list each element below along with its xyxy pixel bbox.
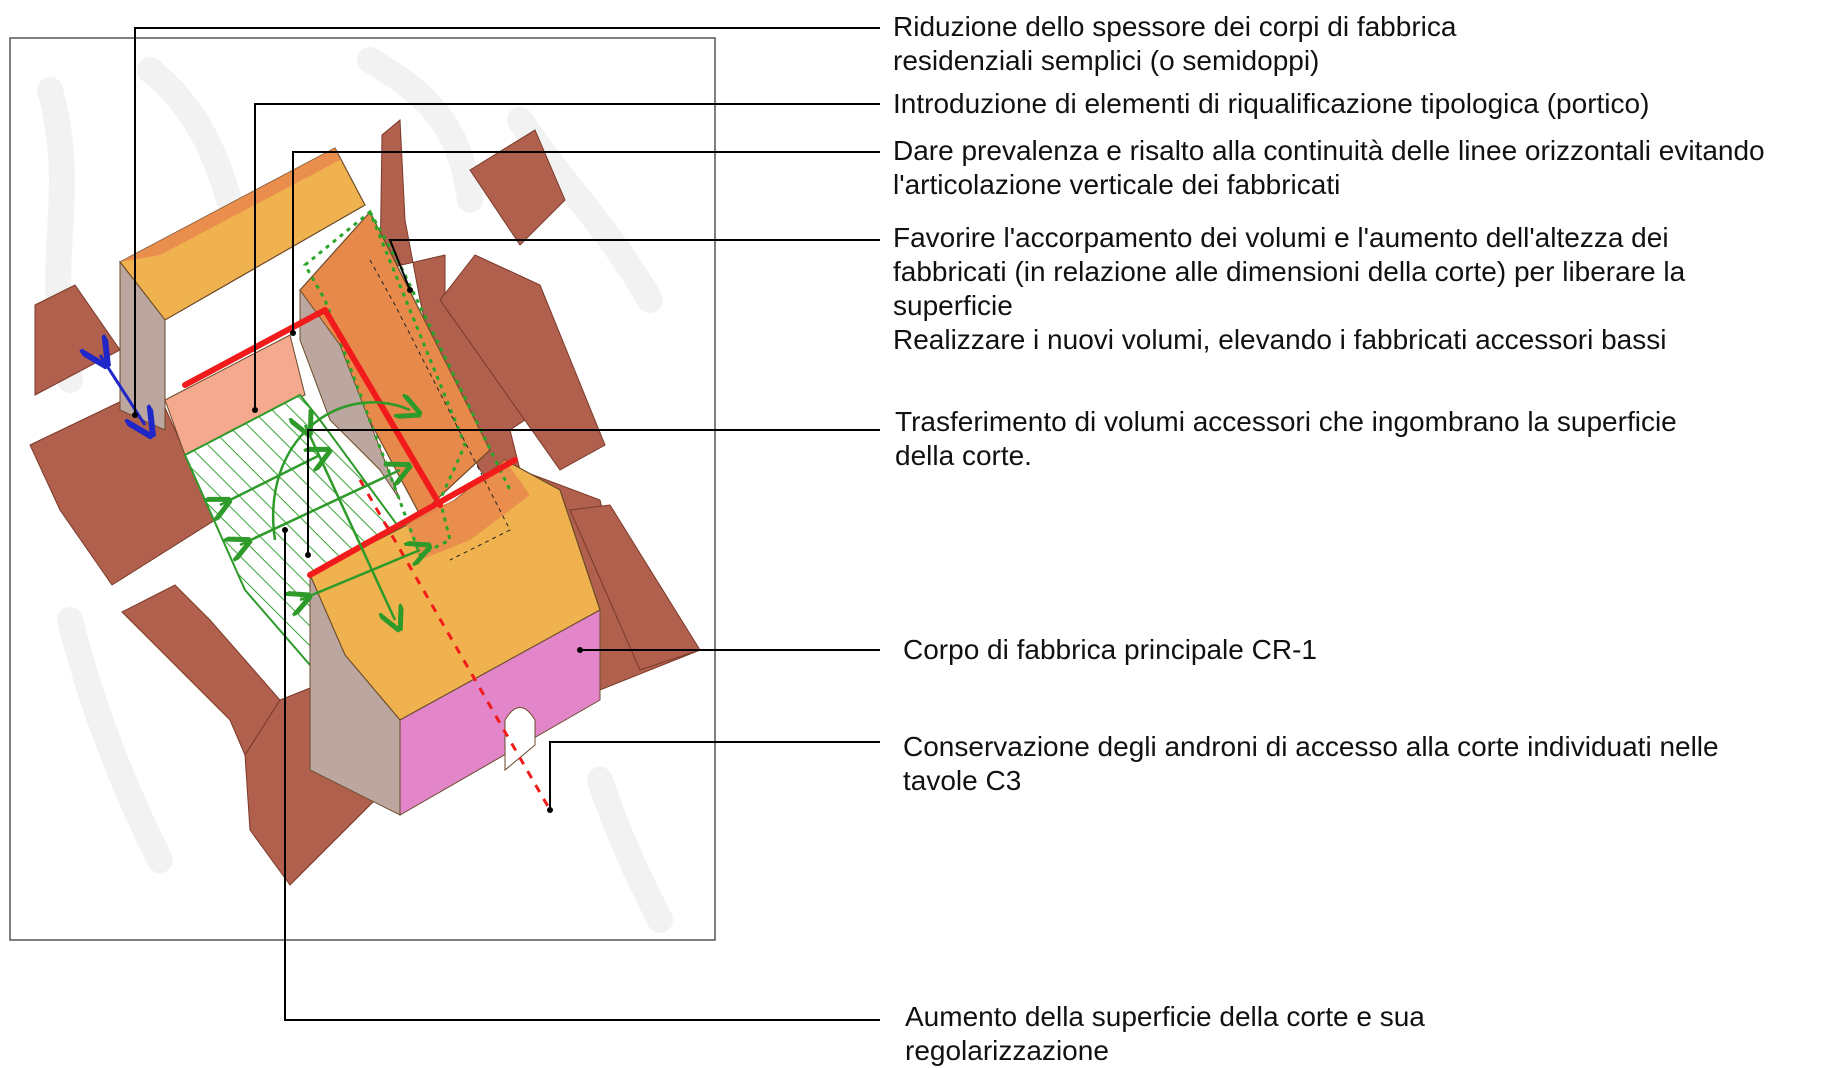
annotation-accorpamento-line-3: superficie	[893, 290, 1013, 321]
leader-lines	[134, 27, 880, 1021]
annotation-prevalenza-line-2: l'articolazione verticale dei fabbricati	[893, 169, 1341, 200]
annotation-trasferimento-line-1: Trasferimento di volumi accessori che in…	[895, 406, 1677, 437]
annotation-portico: Introduzione di elementi di riqualificaz…	[893, 87, 1649, 121]
courtyard-arrows	[220, 402, 420, 620]
cr1-wall-pink	[399, 609, 601, 816]
annotation-prevalenza-line-1: Dare prevalenza e risalto alla continuit…	[893, 135, 1765, 166]
annotation-aumento-line-2: regolarizzazione	[905, 1035, 1109, 1066]
annotation-accorpamento: Favorire l'accorpamento dei volumi e l'a…	[893, 221, 1685, 357]
annotation-prevalenza: Dare prevalenza e risalto alla continuit…	[893, 134, 1765, 202]
annotation-accorpamento-line-4: Realizzare i nuovi volumi, elevando i fa…	[893, 324, 1667, 355]
annotation-accorpamento-line-1: Favorire l'accorpamento dei volumi e l'a…	[893, 222, 1669, 253]
proposed-volume-outline	[303, 209, 512, 558]
thickness-arrow	[100, 355, 145, 425]
annotation-portico-line-1: Introduzione di elementi di riqualificaz…	[893, 88, 1650, 119]
leader-dots	[132, 287, 583, 813]
annotation-corpo: Corpo di fabbrica principale CR-1	[903, 633, 1317, 667]
annotation-trasferimento-line-2: della corte.	[895, 440, 1032, 471]
portico-wall	[164, 334, 306, 456]
annotation-riduzione-line-2: residenziali semplici (o semidoppi)	[893, 45, 1320, 76]
hidden-edges	[369, 259, 511, 561]
cr1-roof-dark	[405, 460, 530, 560]
annotation-accorpamento-line-2: fabbricati (in relazione alle dimensioni…	[893, 256, 1686, 287]
annotation-androni-line-1: Conservazione degli androni di accesso a…	[903, 731, 1719, 762]
annotation-androni: Conservazione degli androni di accesso a…	[903, 730, 1719, 798]
androne-opening	[504, 707, 536, 772]
annotation-aumento: Aumento della superficie della corte e s…	[905, 1000, 1425, 1068]
annotation-riduzione-line-1: Riduzione dello spessore dei corpi di fa…	[893, 11, 1457, 42]
annotation-trasferimento: Trasferimento di volumi accessori che in…	[895, 405, 1677, 473]
annotation-corpo-line-1: Corpo di fabbrica principale CR-1	[903, 634, 1317, 665]
annotation-androni-line-2: tavole C3	[903, 765, 1022, 796]
upper-roof-ridge	[120, 148, 340, 262]
annotation-riduzione: Riduzione dello spessore dei corpi di fa…	[893, 10, 1456, 78]
annotation-aumento-line-1: Aumento della superficie della corte e s…	[905, 1001, 1425, 1032]
